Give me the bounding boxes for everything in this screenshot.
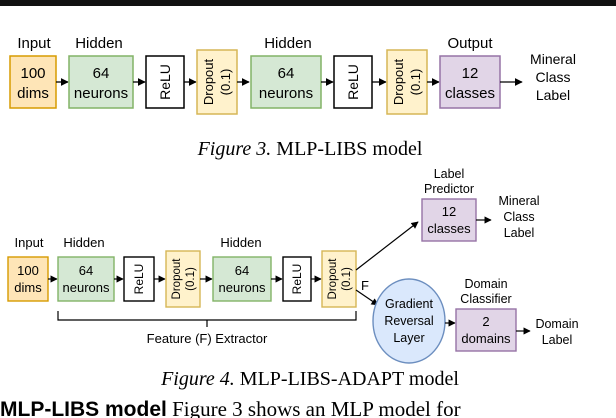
fig3-relu2-box: ReLU [333,55,373,109]
fig3-result-label: Mineral Class Label [530,51,576,103]
fig4-grl-line3: Layer [393,331,424,345]
top-rule [0,0,616,6]
fig4-hidden1-unit: neurons [63,280,110,295]
fig4-arrow-to-grl [355,289,379,306]
fig3-dropout2-box: Dropout (0.1) [386,49,428,115]
fig3-hidden1-box: 64 neurons [68,55,134,109]
fig4-input-size: 100 [17,263,39,278]
fig4-input-label: Input [15,235,44,250]
fig3-dropout1-box: Dropout (0.1) [196,49,238,115]
fig4-label-result: Mineral Class Label [499,194,540,240]
fig4-hidden2-label: Hidden [220,235,261,250]
figure-3-caption-number: Figure 3. [197,138,272,160]
fig4-relu1-box: ReLU [123,256,155,302]
fig4-label-predictor-box: 12 classes [421,198,477,242]
fig3-input-size: 100 [20,65,45,82]
fig4-hidden1-label: Hidden [63,235,104,250]
fig3-input-label: Input [17,35,51,52]
fig4-domain-classifier-unit: domains [461,331,511,346]
fig4-label-result-line1: Mineral [499,194,540,208]
fig3-input-unit: dims [17,85,49,102]
fig4-label-predictor-title2: Predictor [424,182,474,196]
fig4-grl-ellipse: Gradient Reversal Layer [372,278,446,364]
fig4-grl-line2: Reversal [384,314,433,328]
fig4-domain-classifier-title2: Classifier [460,292,511,306]
fig4-label-result-line2: Class [503,210,534,224]
fig4-extractor-bracket [57,311,357,321]
fig4-hidden1-box: 64 neurons [57,256,115,302]
fig4-dropout1-box: Dropout (0.1) [165,250,201,308]
fig4-extractor-label: Feature (F) Extractor [147,331,268,346]
fig3-hidden2-unit: neurons [259,85,313,102]
fig3-hidden1-size: 64 [93,65,110,82]
fig3-dropout2-title: Dropout [391,58,406,105]
fig4-feature-output-label: F [361,278,369,293]
fig4-dropout2-rate: (0.1) [341,267,353,291]
fig4-hidden2-unit: neurons [219,280,266,295]
fig3-hidden2-size: 64 [278,65,295,82]
fig3-hidden1-label: Hidden [75,35,123,52]
fig4-dropout1-title: Dropout [171,258,183,300]
fig3-dropout1-title: Dropout [201,58,216,105]
fig3-dropout1-rate: (0.1) [218,69,233,96]
figure-3-caption: Figure 3. MLP-LIBS model [197,138,423,160]
fig4-input-box: 100 dims [7,256,49,302]
fig3-result-line2: Class [535,69,570,85]
fig4-dropout1-rate: (0.1) [185,267,197,291]
fig4-label-result-line3: Label [504,226,535,240]
fig4-label-predictor-unit: classes [427,221,471,236]
fig4-domain-result-line1: Domain [535,317,578,331]
fig4-domain-result-line2: Label [542,333,573,347]
fig4-relu2-text: ReLU [290,264,304,295]
fig3-output-unit: classes [445,85,495,102]
fig4-domain-classifier-title1: Domain [464,277,507,291]
figure-4-caption-text: MLP-LIBS-ADAPT model [235,368,460,390]
fig4-relu2-box: ReLU [282,256,312,302]
figure-4-caption: Figure 4. MLP-LIBS-ADAPT model [160,368,459,390]
fig3-result-line1: Mineral [530,51,576,67]
fig4-domain-classifier-size: 2 [482,314,489,329]
body-text-continuation: Figure 3 shows an MLP model for [166,400,461,418]
body-text-partial: MLP-LIBS model Figure 3 shows an MLP mod… [0,400,616,418]
fig4-domain-classifier-box: 2 domains [455,308,517,352]
fig4-domain-result: Domain Label [535,317,578,347]
figure-4: Input Hidden Hidden 100 dims 64 neurons … [7,167,579,390]
figure-3-caption-text: MLP-LIBS model [271,138,423,160]
fig3-relu1-box: ReLU [145,55,185,109]
figure-4-caption-number: Figure 4. [160,368,235,390]
fig4-hidden2-size: 64 [235,263,249,278]
fig3-hidden2-label: Hidden [264,35,312,52]
fig4-input-unit: dims [14,280,42,295]
fig4-dropout2-title: Dropout [327,258,339,300]
fig4-relu1-text: ReLU [132,264,146,295]
fig3-relu1-text: ReLU [157,64,173,100]
figure-3: Input Hidden Hidden Output 100 dims 64 n… [9,35,576,160]
fig3-hidden1-unit: neurons [74,85,128,102]
fig4-hidden2-box: 64 neurons [212,256,272,302]
fig3-dropout2-rate: (0.1) [408,69,423,96]
architecture-diagram: Input Hidden Hidden Output 100 dims 64 n… [7,35,579,390]
fig3-output-label: Output [447,35,493,52]
fig4-hidden1-size: 64 [79,263,93,278]
fig3-result-line3: Label [536,87,570,103]
fig4-label-predictor-size: 12 [442,204,456,219]
fig4-grl-line1: Gradient [385,297,433,311]
fig4-dropout2-box: Dropout (0.1) [321,250,357,308]
fig3-relu2-text: ReLU [345,64,361,100]
body-text-heading: MLP-LIBS model [0,400,167,418]
fig4-arrow-to-label-predictor [355,221,419,271]
fig3-output-box: 12 classes [439,55,501,109]
fig3-hidden2-box: 64 neurons [250,55,322,109]
fig3-input-box: 100 dims [9,55,57,109]
fig4-label-predictor-title1: Label [434,167,465,181]
fig3-output-size: 12 [462,65,479,82]
